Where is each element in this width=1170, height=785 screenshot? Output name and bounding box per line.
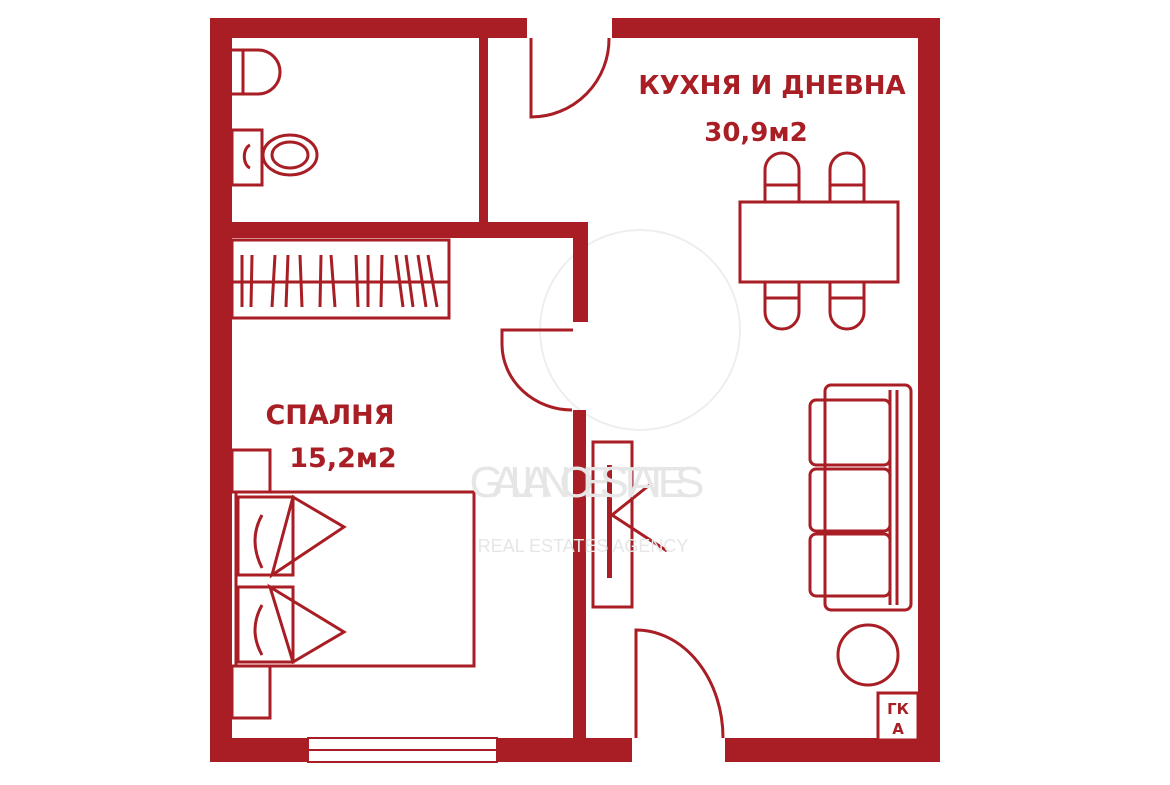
window [307,737,498,763]
entrance-door [634,628,725,739]
sofa [808,383,913,612]
round-table [836,623,900,687]
nightstand [230,664,272,720]
dining-table [738,151,900,331]
tv-unit [591,440,668,609]
toilet-icon [230,128,319,187]
kitchen-area: 30,9м2 [704,118,808,148]
bathroom-door [529,37,611,119]
bedroom-name: СПАЛНЯ [265,400,394,431]
kitchen-name: КУХНЯ И ДНЕВНА [638,71,905,101]
gk-label: ГК [887,700,910,718]
watermark-tagline: REAL ESTATES AGENCY [478,536,689,556]
bed [230,448,476,720]
pillow [236,585,295,664]
sink-icon [232,48,282,96]
bedroom-area: 15,2м2 [289,443,396,474]
gk-box: ГК А [876,691,920,742]
chair [763,282,801,331]
nightstand [230,448,272,494]
watermark-brand: GALIANO ESTATES [470,458,705,507]
chair [763,151,801,202]
gk-sublabel: А [892,720,904,738]
walls [210,18,940,762]
chair [828,151,866,202]
chair [828,282,866,331]
watermark: GALIANO ESTATES REAL ESTATES AGENCY [470,458,705,556]
bedroom-door [500,328,573,412]
pillow [236,495,295,577]
wardrobe [230,238,451,320]
